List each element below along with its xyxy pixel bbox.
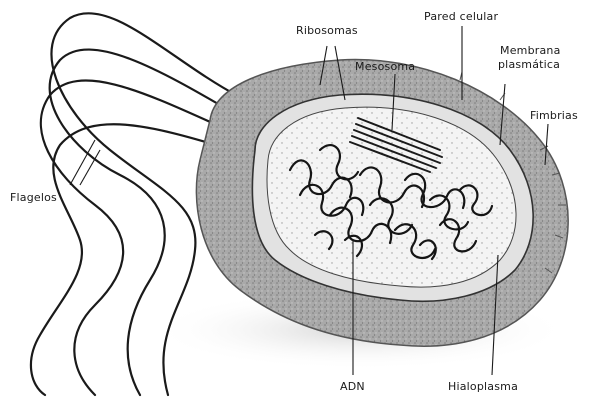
label-mesosoma: Mesosoma	[355, 61, 415, 73]
label-membrana-line2: plasmática	[498, 59, 560, 71]
label-fimbrias: Fimbrias	[530, 110, 578, 122]
label-membrana-line1: Membrana	[500, 45, 561, 57]
label-pared-celular: Pared celular	[424, 11, 498, 23]
label-ribosomas: Ribosomas	[296, 25, 358, 37]
label-flagelos: Flagelos	[10, 192, 57, 204]
label-adn: ADN	[340, 381, 365, 393]
label-hialoplasma: Hialoplasma	[448, 381, 518, 393]
